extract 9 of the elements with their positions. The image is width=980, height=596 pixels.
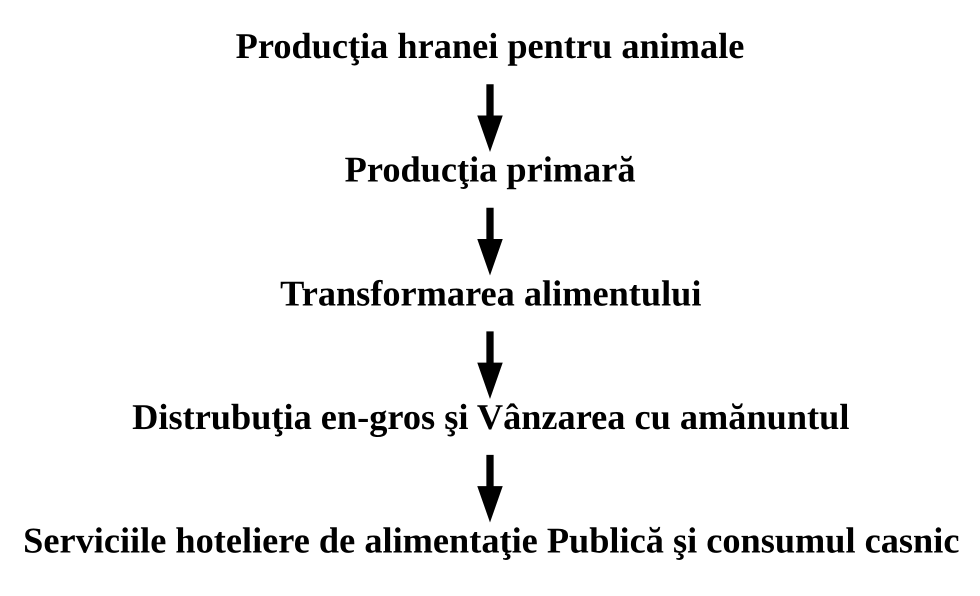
arrow [477, 84, 503, 152]
arrow [477, 331, 503, 399]
node-text: Transformarea alimentului [280, 273, 702, 314]
arrow [477, 454, 503, 523]
arrow [477, 208, 503, 276]
node-text: Producţia hranei pentru animale [236, 26, 744, 66]
node-text: Producţia primară [344, 150, 636, 190]
node-text: Serviciile hoteliere de alimentaţie Publică şi consumul casnic [23, 520, 960, 560]
node-text: Distrubuţia en-gros şi Vânzarea cu amănuntul [132, 396, 850, 437]
